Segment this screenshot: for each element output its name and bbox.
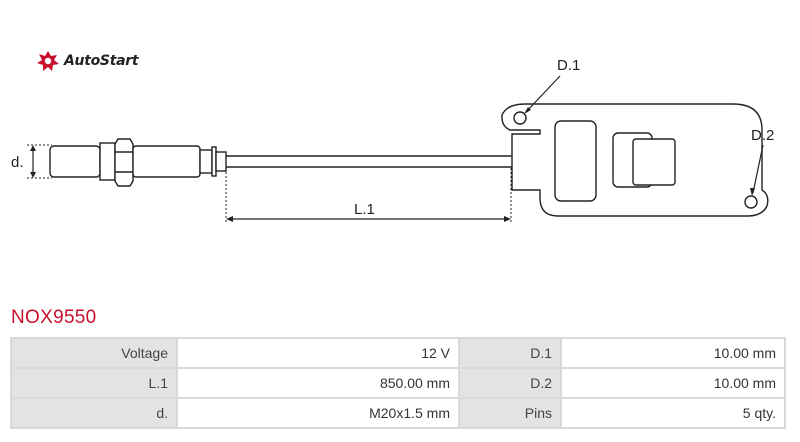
d1-leader-line <box>525 75 561 113</box>
table-row: L.1 850.00 mm D.2 10.00 mm <box>12 369 784 397</box>
autostart-logo-icon <box>37 51 59 71</box>
table-row: Voltage 12 V D.1 10.00 mm <box>12 339 784 367</box>
table-row: d. M20x1.5 mm Pins 5 qty. <box>12 399 784 427</box>
d1-label: D.1 <box>557 57 580 74</box>
spec-value: 850.00 mm <box>178 369 458 397</box>
brand-name: AutoStart <box>64 53 139 69</box>
control-module <box>501 103 769 217</box>
spec-label: D.1 <box>460 339 560 367</box>
brand-logo: AutoStart <box>36 50 139 72</box>
spec-label: D.2 <box>460 369 560 397</box>
l1-label: L.1 <box>354 201 375 218</box>
d-label: d. <box>11 154 24 171</box>
d2-leader-line <box>752 144 764 194</box>
spec-value: 12 V <box>178 339 458 367</box>
sensor-probe <box>49 138 227 187</box>
spec-label: Pins <box>460 399 560 427</box>
spec-value: 5 qty. <box>562 399 784 427</box>
d2-label: D.2 <box>751 127 774 144</box>
spec-label: Voltage <box>12 339 176 367</box>
spec-label: d. <box>12 399 176 427</box>
sensor-drawing: d. L.1 D.1 D.2 <box>11 57 774 224</box>
spec-label: L.1 <box>12 369 176 397</box>
spec-value: 10.00 mm <box>562 339 784 367</box>
spec-value: M20x1.5 mm <box>178 399 458 427</box>
sensor-cable <box>226 155 512 168</box>
product-code: NOX9550 <box>11 307 97 328</box>
specs-table: Voltage 12 V D.1 10.00 mm L.1 850.00 mm … <box>10 337 786 429</box>
spec-value: 10.00 mm <box>562 369 784 397</box>
